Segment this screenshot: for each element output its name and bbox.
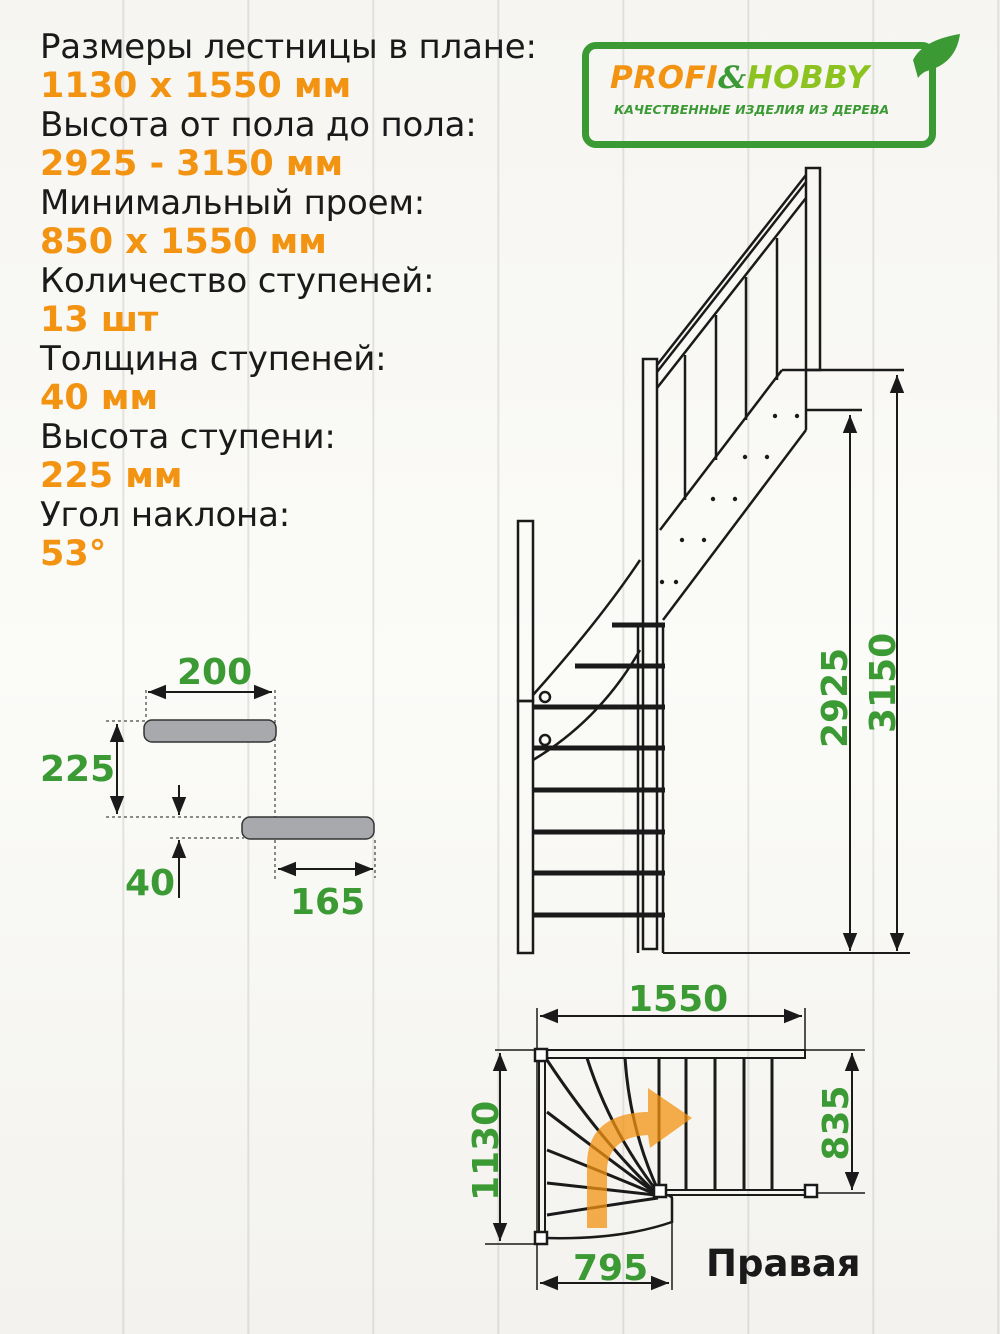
dim-height-min: 2925 — [815, 647, 856, 748]
spec-step-thickness: Толщина ступеней: 40 мм — [40, 340, 537, 418]
logo-profi: PROFI — [610, 60, 719, 96]
dim-tread-depth: 200 — [177, 652, 253, 693]
logo-tagline: КАЧЕСТВЕННЫЕ ИЗДЕЛИЯ ИЗ ДЕРЕВА — [614, 102, 890, 117]
specifications-list: Размеры лестницы в плане: 1130 х 1550 мм… — [40, 28, 537, 574]
direction-arrow-icon — [587, 1088, 692, 1228]
dim-height-max: 3150 — [863, 632, 904, 733]
brand-logo: PROFI&HOBBY КАЧЕСТВЕННЫЕ ИЗДЕЛИЯ ИЗ ДЕРЕ… — [578, 30, 963, 148]
spec-floor-height: Высота от пола до пола: 2925 - 3150 мм — [40, 106, 537, 184]
plan-view-posts — [533, 1047, 819, 1246]
direction-label: Правая — [706, 1242, 861, 1285]
logo-title: PROFI&HOBBY — [610, 60, 869, 96]
dim-lower-flight: 795 — [573, 1248, 649, 1289]
spec-value: 1130 х 1550 мм — [40, 66, 352, 106]
logo-hobby: HOBBY — [746, 60, 870, 96]
spec-label: Размеры лестницы в плане: — [40, 27, 537, 67]
spec-label: Количество ступеней: — [40, 261, 435, 301]
spec-step-count: Количество ступеней: 13 шт — [40, 262, 537, 340]
dim-overlap: 165 — [290, 882, 366, 923]
spec-angle: Угол наклона: 53° — [40, 496, 537, 574]
dim-riser-height: 225 — [40, 749, 116, 790]
spec-min-opening: Минимальный проем: 850 х 1550 мм — [40, 184, 537, 262]
spec-label: Толщина ступеней: — [40, 339, 387, 379]
spec-value: 850 х 1550 мм — [40, 222, 327, 262]
leaf-icon — [913, 34, 960, 78]
spec-value: 225 мм — [40, 456, 183, 496]
spec-value: 13 шт — [40, 300, 159, 340]
spec-label: Угол наклона: — [40, 495, 290, 535]
side-view-bolts — [659, 413, 800, 585]
dim-plan-depth: 1130 — [466, 1100, 507, 1201]
spec-value: 40 мм — [40, 378, 159, 418]
spec-value: 2925 - 3150 мм — [40, 144, 344, 184]
dim-plan-width: 1550 — [628, 979, 729, 1020]
side-view-diagram — [516, 166, 910, 955]
logo-ampersand: & — [718, 60, 747, 96]
dim-upper-flight: 835 — [816, 1085, 857, 1161]
spec-label: Минимальный проем: — [40, 183, 426, 223]
spec-step-height: Высота ступени: 225 мм — [40, 418, 537, 496]
dim-thickness: 40 — [125, 863, 176, 904]
spec-label: Высота от пола до пола: — [40, 105, 477, 145]
logo-frame — [582, 42, 936, 148]
spec-value: 53° — [40, 534, 107, 574]
spec-label: Высота ступени: — [40, 417, 336, 457]
spec-plan-size: Размеры лестницы в плане: 1130 х 1550 мм — [40, 28, 537, 106]
step-detail-diagram — [106, 684, 376, 898]
